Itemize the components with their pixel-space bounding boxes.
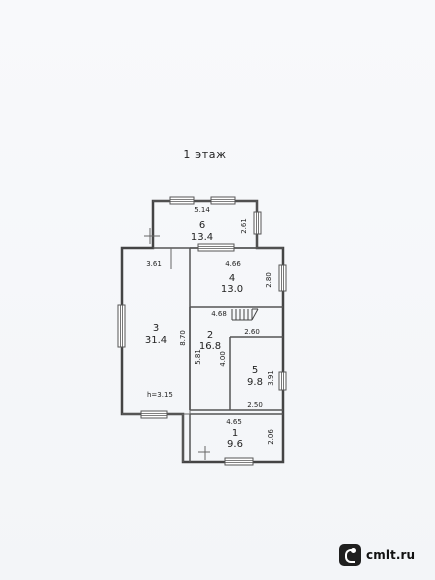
room-1-number: 1 — [232, 428, 238, 439]
stairs — [231, 308, 259, 321]
dim-room-4-height: 2.80 — [265, 272, 273, 288]
room-4-number: 4 — [229, 273, 235, 284]
room-6-number: 6 — [199, 220, 205, 231]
dim-room-1-height: 2.06 — [267, 429, 275, 445]
room-3-number: 3 — [153, 323, 159, 334]
hall-box — [189, 307, 283, 411]
room-3-area: 31.4 — [145, 335, 167, 346]
entrance-marker-bottom — [198, 446, 210, 460]
window-room-6-right — [253, 211, 262, 235]
room-2-number: 2 — [207, 330, 213, 341]
dim-room-3-top: 3.61 — [146, 260, 162, 268]
dim-hall-width: 4.68 — [211, 310, 227, 318]
dim-room-3-height: 8.70 — [179, 330, 187, 346]
watermark-text: cmlt.ru — [366, 548, 416, 562]
dim-hall-lower: 5.81 — [194, 349, 202, 365]
dim-room-4-width: 4.66 — [225, 260, 241, 268]
watermark-icon — [339, 544, 361, 566]
dim-room-6-top: 5.14 — [194, 206, 210, 214]
room-5-number: 5 — [252, 365, 258, 376]
room-6-area: 13.4 — [191, 232, 213, 243]
window-top-right — [210, 196, 236, 205]
window-top-left — [169, 196, 195, 205]
window-room-4-top — [197, 243, 235, 252]
dim-room-5-top: 2.60 — [244, 328, 260, 336]
floor-title: 1 этаж — [183, 148, 226, 161]
dim-room-1-width: 4.65 — [226, 418, 242, 426]
room-1-area: 9.6 — [227, 439, 243, 450]
room-2-area: 16.8 — [199, 341, 221, 352]
window-room-3-left — [117, 304, 126, 348]
dim-room-5-height: 3.91 — [267, 370, 275, 386]
entrance-marker-top — [144, 228, 160, 244]
window-room-3-bottom — [140, 410, 168, 419]
room-4-area: 13.0 — [221, 284, 243, 295]
watermark: cmlt.ru — [339, 544, 427, 566]
dim-room-5-bottom: 2.50 — [247, 401, 263, 409]
height-note: h=3.15 — [147, 391, 173, 399]
room-5-area: 9.8 — [247, 377, 263, 388]
room-1-box — [189, 413, 283, 462]
window-room-1-bottom — [224, 457, 254, 466]
window-room-4-right — [278, 264, 287, 292]
dim-hall-height: 4.00 — [219, 351, 227, 367]
window-room-5-right — [278, 371, 287, 391]
dim-room-6-right: 2.61 — [240, 218, 248, 234]
